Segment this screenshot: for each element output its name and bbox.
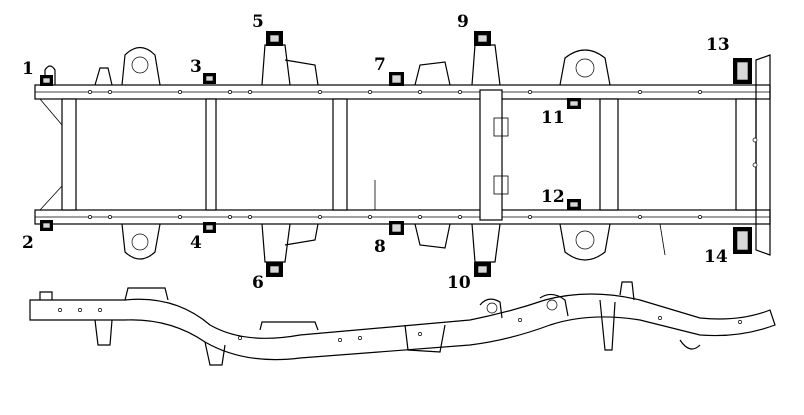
callout-label-10: 10 [447, 273, 471, 293]
callout-label-2: 2 [22, 233, 34, 253]
callout-label-13: 13 [706, 35, 730, 55]
crossmember-2 [205, 98, 217, 211]
center-crossmember [479, 89, 503, 221]
rail-holes [88, 90, 758, 219]
callout-label-7: 7 [374, 55, 386, 75]
front-crossmember [61, 98, 77, 211]
callout-label-12: 12 [541, 187, 565, 207]
front-tow-hook [44, 65, 56, 85]
callout-label-11: 11 [541, 108, 565, 128]
rear-crossmember [599, 98, 619, 211]
callout-label-14: 14 [704, 247, 728, 267]
callout-label-4: 4 [190, 233, 202, 253]
side-rail-profile [29, 293, 776, 361]
crossmember-3 [332, 98, 348, 211]
callout-label-1: 1 [22, 59, 34, 79]
callout-label-6: 6 [252, 273, 264, 293]
frame-top-view [34, 44, 771, 263]
rear-tow-hook [679, 339, 701, 350]
callout-label-8: 8 [374, 237, 386, 257]
callout-label-5: 5 [252, 12, 264, 32]
callouts: 1 2 3 4 5 6 7 8 9 10 [22, 12, 752, 293]
rear-end-crossmember [735, 98, 757, 211]
callout-label-3: 3 [190, 57, 202, 77]
callout-label-9: 9 [457, 12, 469, 32]
frame-side-view [29, 281, 776, 366]
